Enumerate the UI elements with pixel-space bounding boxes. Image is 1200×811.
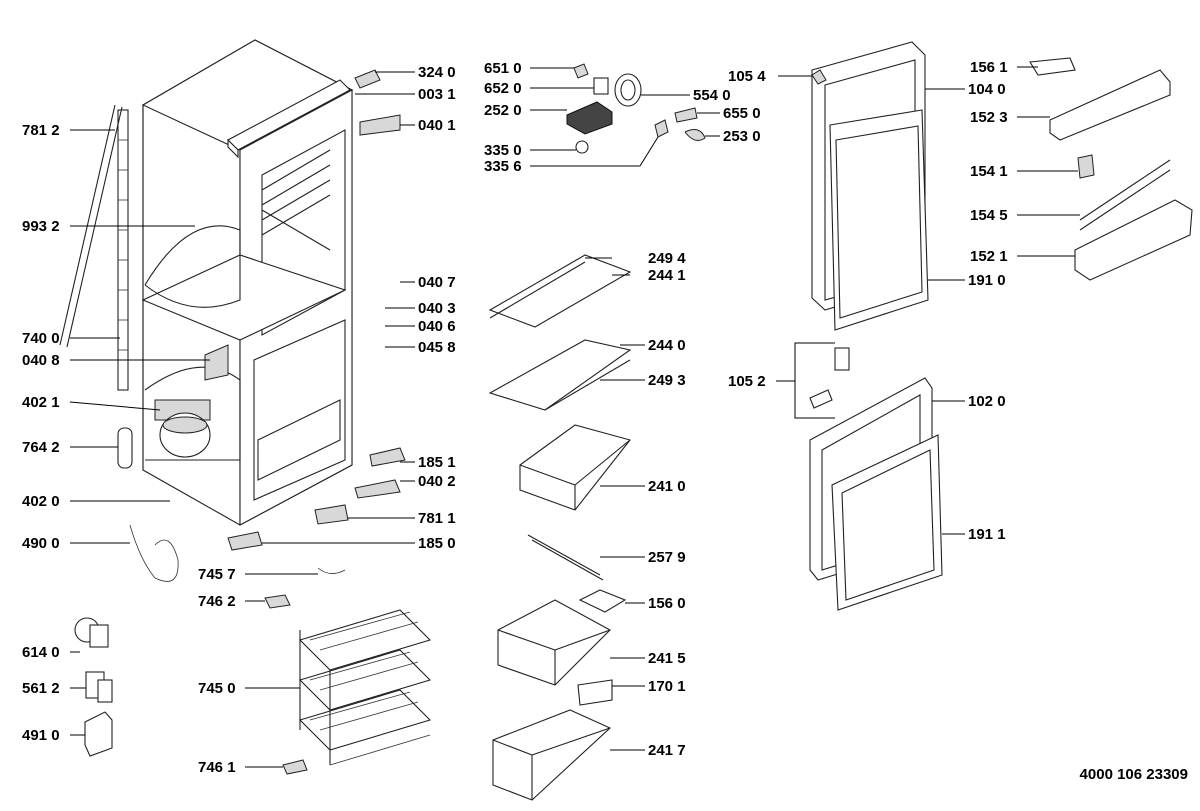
part-label-655-0: 655 0 [723,105,761,122]
part-label-156-0: 156 0 [648,595,686,612]
part-label-191-0: 191 0 [968,272,1006,289]
part-label-040-3: 040 3 [418,300,456,317]
part-label-191-1: 191 1 [968,526,1006,543]
part-label-781-1: 781 1 [418,510,456,527]
part-label-746-1: 746 1 [198,759,236,776]
part-labels: 324 0 003 1 040 1 781 2 993 2 040 7 040 … [22,59,1008,776]
thermostat-group-drawing [566,63,706,154]
part-label-244-1: 244 1 [648,267,686,284]
part-label-040-7: 040 7 [418,274,456,291]
part-label-249-3: 249 3 [648,372,686,389]
door-accessories-drawing [1029,57,1193,281]
part-label-185-1: 185 1 [418,454,456,471]
part-label-040-6: 040 6 [418,318,456,335]
part-label-152-1: 152 1 [970,248,1008,265]
part-label-745-7: 745 7 [198,566,236,583]
part-label-335-0: 335 0 [484,142,522,159]
part-label-040-8: 040 8 [22,352,60,369]
part-label-156-1: 156 1 [970,59,1008,76]
part-label-561-2: 561 2 [22,680,60,697]
part-label-740-0: 740 0 [22,330,60,347]
part-label-745-0: 745 0 [198,680,236,697]
part-label-040-2: 040 2 [418,473,456,490]
part-label-490-0: 490 0 [22,535,60,552]
part-label-249-4: 249 4 [648,250,686,267]
part-label-102-0: 102 0 [968,393,1006,410]
document-id: 4000 106 23309 [1080,766,1188,783]
shelves-drawers-drawing [488,254,632,801]
part-label-764-2: 764 2 [22,439,60,456]
part-label-402-0: 402 0 [22,493,60,510]
part-label-402-1: 402 1 [22,394,60,411]
part-label-045-8: 045 8 [418,339,456,356]
part-label-003-1: 003 1 [418,86,456,103]
wire-rack-drawing [298,609,432,766]
part-label-241-5: 241 5 [648,650,686,667]
part-label-154-1: 154 1 [970,163,1008,180]
part-label-781-2: 781 2 [22,122,60,139]
part-label-746-2: 746 2 [198,593,236,610]
part-label-651-0: 651 0 [484,60,522,77]
part-label-993-2: 993 2 [22,218,60,235]
part-label-105-2: 105 2 [728,373,766,390]
part-label-154-5: 154 5 [970,207,1008,224]
misc-parts-drawing [74,524,346,775]
part-label-614-0: 614 0 [22,644,60,661]
part-label-170-1: 170 1 [648,678,686,695]
part-label-185-0: 185 0 [418,535,456,552]
part-label-554-0: 554 0 [693,87,731,104]
part-label-324-0: 324 0 [418,64,456,81]
doors-drawing [809,41,943,611]
part-label-241-7: 241 7 [648,742,686,759]
part-label-040-1: 040 1 [418,117,456,134]
part-label-244-0: 244 0 [648,337,686,354]
part-label-652-0: 652 0 [484,80,522,97]
part-label-105-4: 105 4 [728,68,766,85]
part-label-491-0: 491 0 [22,727,60,744]
part-label-152-3: 152 3 [970,109,1008,126]
part-label-252-0: 252 0 [484,102,522,119]
cabinet-drawing [59,39,406,551]
part-label-104-0: 104 0 [968,81,1006,98]
part-label-257-9: 257 9 [648,549,686,566]
leader-lines [69,66,1080,768]
part-label-253-0: 253 0 [723,128,761,145]
part-label-335-6: 335 6 [484,158,522,175]
part-label-241-0: 241 0 [648,478,686,495]
